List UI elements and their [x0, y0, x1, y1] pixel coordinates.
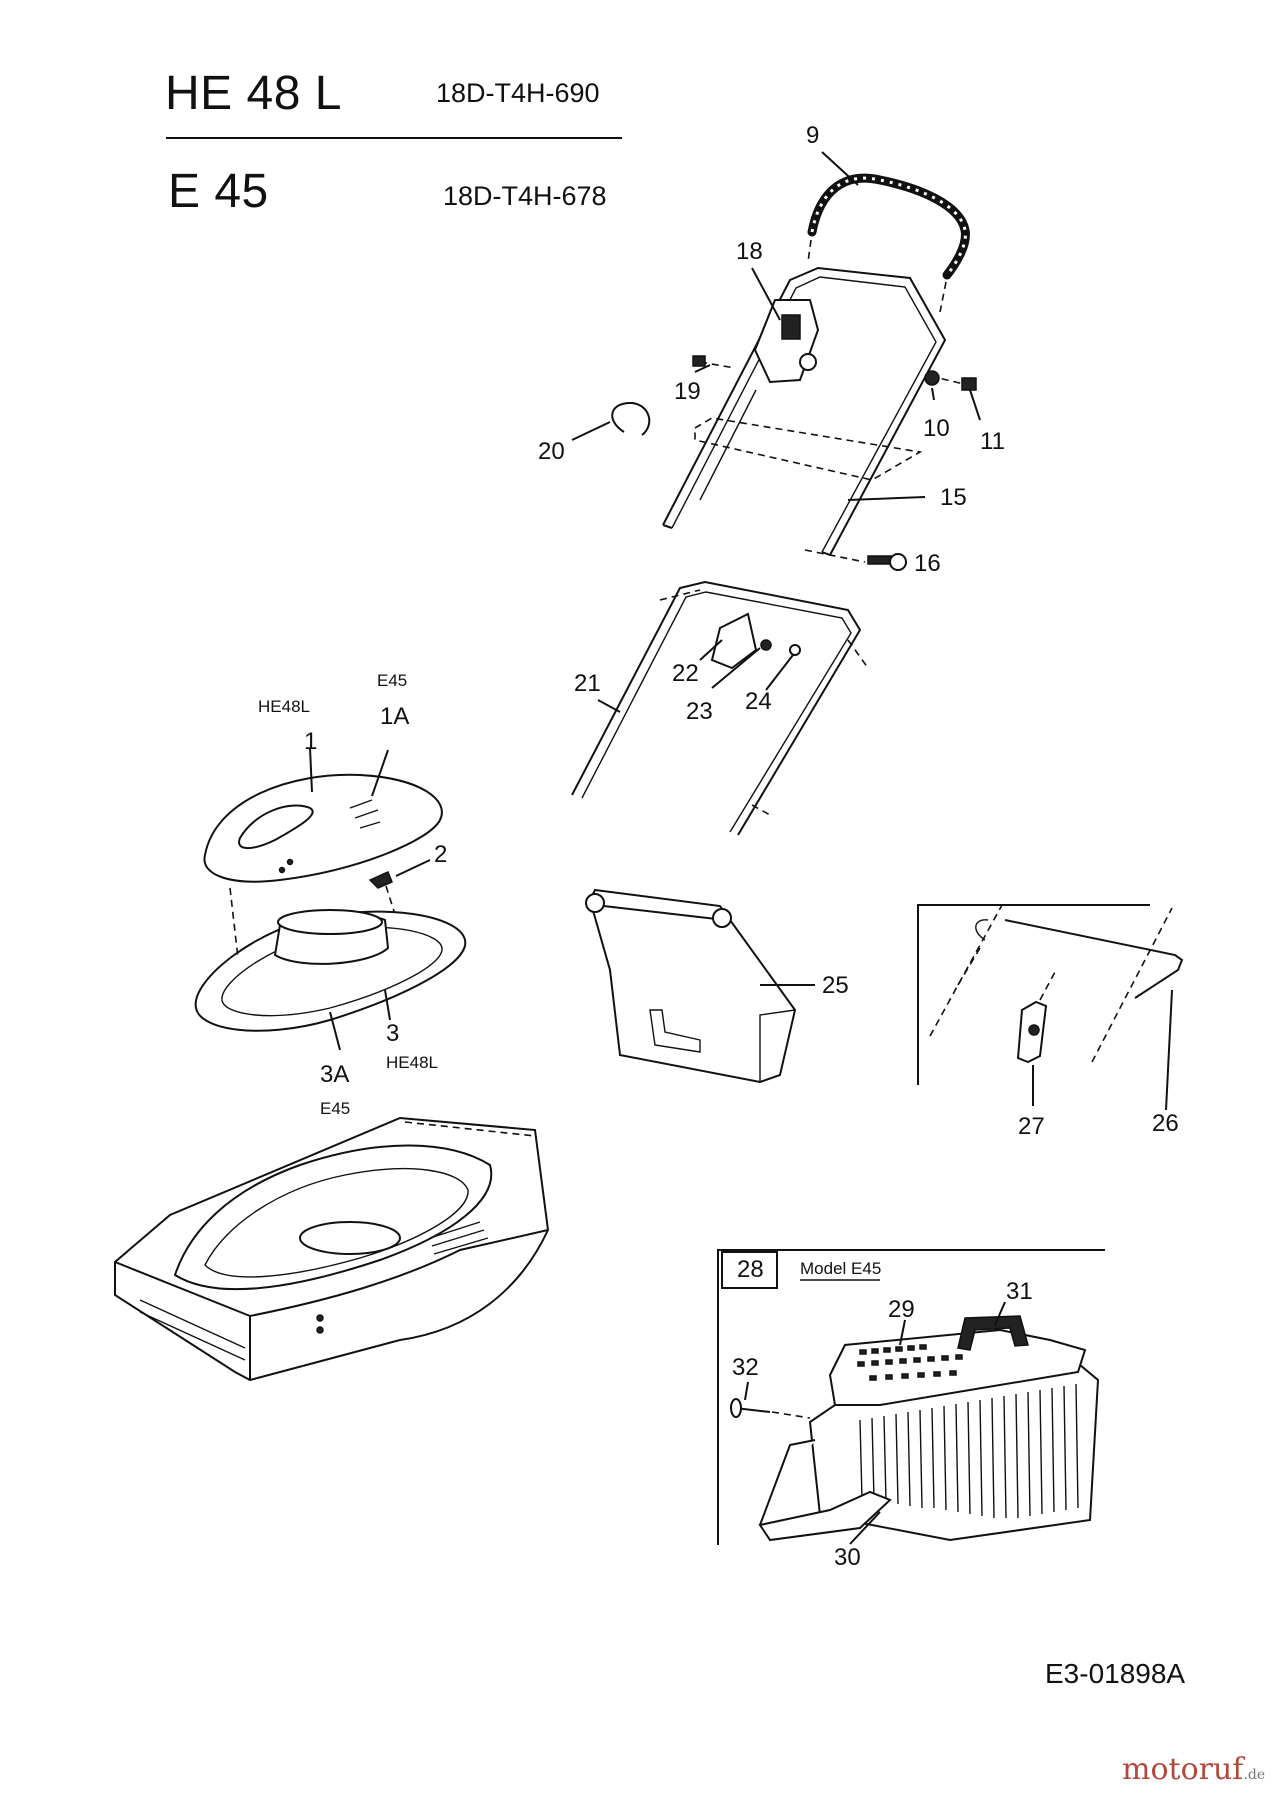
motor-cover-1: [203, 773, 443, 883]
watermark-brand: motoruf: [1122, 1752, 1244, 1787]
callout-20: 20: [538, 438, 565, 465]
callout-3: 3: [386, 1020, 400, 1047]
callout-9: 9: [806, 122, 820, 149]
callout-31: 31: [1006, 1278, 1033, 1305]
bag-frame-30: [758, 1439, 892, 1542]
variant-label-he48l-top: HE48L: [258, 697, 310, 716]
lower-handle-assembly: [571, 580, 869, 836]
callout-19: 19: [674, 378, 701, 405]
model-code-678: 18D-T4H-678: [443, 181, 607, 211]
callout-27: 27: [1018, 1113, 1045, 1140]
variant-label-e45-bottom: E45: [320, 1099, 351, 1118]
callout-21: 21: [574, 670, 601, 697]
upper-handle-assembly: [611, 173, 977, 571]
callout-28: 28: [737, 1256, 764, 1283]
callout-26: 26: [1152, 1110, 1179, 1137]
callout-18: 18: [736, 238, 763, 265]
bracket-22: [710, 612, 758, 670]
callout-25: 25: [822, 972, 849, 999]
callout-10: 10: [923, 415, 950, 442]
lower-handle-21: [571, 580, 862, 836]
watermark-logo: motoruf.de: [1122, 1755, 1265, 1785]
box-28-label-frame: [721, 1251, 778, 1289]
document-number: E3-01898A: [1045, 1658, 1186, 1689]
callout-3a: 3A: [320, 1061, 350, 1088]
model-code-690: 18D-T4H-690: [436, 78, 600, 108]
bag-handle-31: [957, 1315, 1029, 1351]
callout-1a: 1A: [380, 703, 410, 730]
callout-11: 11: [980, 428, 1005, 455]
bag-lid-29: [828, 1328, 1087, 1406]
callout-15: 15: [940, 484, 967, 511]
box-model-label: Model E45: [800, 1259, 882, 1278]
callout-29: 29: [888, 1296, 915, 1323]
inset-26-27: [917, 904, 1184, 1085]
rear-flap-25: [585, 888, 797, 1084]
callout-22: 22: [672, 660, 699, 687]
model-title-he48l: HE 48 L: [165, 67, 342, 120]
callout-23: 23: [686, 698, 713, 725]
mower-deck: [114, 1116, 550, 1382]
callout-24: 24: [745, 688, 772, 715]
inset-28-grass-bag: [717, 1249, 1105, 1545]
clip-20: [611, 401, 651, 436]
watermark-suffix: .de: [1243, 1767, 1266, 1783]
motor-housing-3: [194, 887, 467, 1032]
callout-16: 16: [914, 550, 941, 577]
variant-label-e45-top: E45: [377, 671, 408, 690]
callout-2: 2: [434, 841, 448, 868]
callout-30: 30: [834, 1544, 861, 1571]
model-title-e45: E 45: [168, 165, 269, 218]
callout-32: 32: [732, 1354, 759, 1381]
variant-label-he48l-bottom: HE48L: [386, 1053, 438, 1072]
handle-grip-9: [807, 173, 970, 280]
callout-1: 1: [304, 728, 318, 755]
